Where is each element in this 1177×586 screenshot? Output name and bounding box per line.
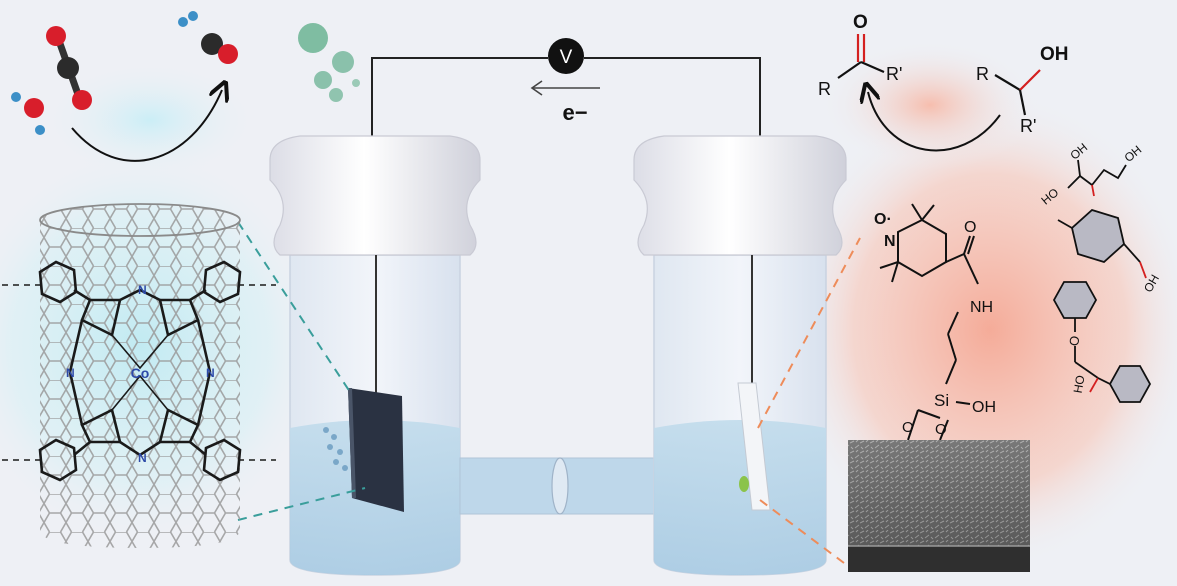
co2-molecule xyxy=(46,26,92,110)
voltmeter-label: V xyxy=(560,47,573,68)
anode-electrolyte xyxy=(654,420,826,575)
anode-arrow-glow xyxy=(820,40,1040,170)
alcohol-r2: R' xyxy=(1020,116,1036,136)
amide-oxygen: O xyxy=(964,219,976,236)
svg-text:N: N xyxy=(206,366,215,380)
amide-nh: NH xyxy=(970,299,993,316)
voltmeter: V xyxy=(548,38,584,74)
anode-zoom-lines xyxy=(757,237,861,567)
cobalt-phthalocyanine xyxy=(2,260,276,482)
sem-image xyxy=(848,440,1030,572)
alcohol-r1: R xyxy=(976,64,989,84)
ketone-r1: R xyxy=(818,79,831,99)
electron-flow-arrow xyxy=(530,80,600,96)
tempo-nitrogen: N xyxy=(884,233,896,250)
ether-substrate xyxy=(1052,281,1152,403)
tempo-structure xyxy=(879,203,979,441)
ketone-r2: R' xyxy=(886,64,902,84)
glycerol xyxy=(1067,159,1127,197)
ether-ho: HO xyxy=(1071,374,1088,394)
svg-text:N: N xyxy=(138,283,147,297)
alcohol-oh: OH xyxy=(1040,44,1069,65)
circuit-wire xyxy=(371,57,761,138)
tempo-oxyl: O· xyxy=(874,211,892,228)
anode-chamber xyxy=(633,135,847,576)
benzyl-alcohol xyxy=(1057,208,1147,279)
co-molecule xyxy=(201,33,238,64)
h2-molecule xyxy=(178,11,198,27)
cathode-arrow-glow xyxy=(40,60,260,180)
gas-bubbles xyxy=(298,23,360,102)
silicon-label: Si xyxy=(934,391,949,410)
cathode-chamber xyxy=(269,135,481,576)
anode-electrode xyxy=(737,382,771,511)
co2-reduction-arrow xyxy=(71,90,222,162)
water-molecule xyxy=(11,92,45,135)
alcohol-reactant xyxy=(994,69,1041,116)
svg-text:N: N xyxy=(66,366,75,380)
nitrogen-labels: N N N N xyxy=(66,283,215,465)
salt-bridge xyxy=(459,457,655,515)
silanol-label: OH xyxy=(972,399,996,416)
svg-text:Co: Co xyxy=(131,365,150,381)
cathode-electrode xyxy=(348,388,404,512)
ketone-product xyxy=(837,34,885,79)
ketone-oxygen: O xyxy=(853,12,868,33)
h2-bubbles xyxy=(323,427,348,471)
siloxy-o-2: O xyxy=(935,421,947,438)
cathode-zoom-lines xyxy=(237,221,366,521)
alcohol-oxidation-arrow xyxy=(868,92,1001,152)
cobalt-center: Co xyxy=(131,365,150,381)
svg-text:N: N xyxy=(138,451,147,465)
siloxy-o-1: O xyxy=(902,419,914,436)
electron-label: e− xyxy=(562,100,587,125)
ether-oxygen: O xyxy=(1066,335,1083,348)
